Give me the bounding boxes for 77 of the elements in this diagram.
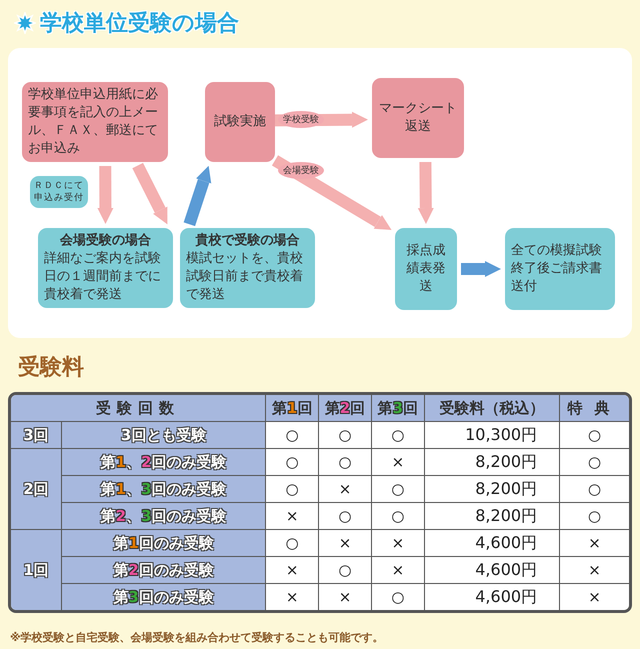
row-header-cell: 1回 bbox=[11, 530, 62, 610]
header-cell: 第2回 bbox=[319, 395, 372, 422]
table-cell: × bbox=[560, 557, 629, 584]
header-cell: 受験回数 bbox=[11, 395, 266, 422]
block-arrow bbox=[418, 162, 434, 224]
table-cell: ○ bbox=[319, 449, 372, 476]
table-cell: ○ bbox=[319, 422, 372, 449]
table-cell: 4,600円 bbox=[424, 557, 560, 584]
table-cell: × bbox=[560, 584, 629, 610]
header-cell: 受験料（税込） bbox=[424, 395, 560, 422]
table-cell: ○ bbox=[266, 530, 320, 557]
info-box bbox=[505, 228, 615, 310]
box-text: マークシート返送 bbox=[378, 100, 458, 136]
table-cell: ○ bbox=[560, 476, 629, 503]
row-header-cell: 第1、2回のみ受験 bbox=[62, 449, 266, 476]
box-heading: 貴校で受験の場合 bbox=[194, 232, 300, 250]
row-header-cell: 3回 bbox=[11, 422, 62, 449]
table-cell: × bbox=[319, 476, 372, 503]
table-cell: ○ bbox=[372, 476, 425, 503]
row-header-cell: 第2、3回のみ受験 bbox=[62, 503, 266, 530]
table-cell: 10,300円 bbox=[424, 422, 560, 449]
row-header-cell: 2回 bbox=[11, 449, 62, 530]
title: 学校単位受験の場合 bbox=[40, 10, 239, 38]
box-text: ＲＤＣにて申込み受付 bbox=[33, 180, 85, 204]
table-cell: × bbox=[372, 530, 425, 557]
footnote: ※学校受験と自宅受験、会場受験を組み合わせて受験することも可能です。 bbox=[10, 630, 384, 645]
table-cell: ○ bbox=[372, 584, 425, 610]
table-cell: ○ bbox=[319, 503, 372, 530]
table-cell: × bbox=[319, 584, 372, 610]
table-cell: × bbox=[560, 530, 629, 557]
process-box bbox=[22, 82, 168, 162]
row-header-cell: 第2回のみ受験 bbox=[62, 557, 266, 584]
table-cell: 4,600円 bbox=[424, 530, 560, 557]
box-text: 詳細なご案内を試験日の１週間前までに貴校着で発送 bbox=[44, 250, 162, 304]
table-cell: ○ bbox=[372, 503, 425, 530]
table-cell: × bbox=[266, 503, 320, 530]
table-cell: × bbox=[372, 449, 425, 476]
table-cell: × bbox=[266, 557, 320, 584]
block-arrow bbox=[184, 166, 212, 226]
info-box bbox=[180, 228, 315, 308]
header-cell: 第1回 bbox=[266, 395, 320, 422]
info-box bbox=[38, 228, 173, 308]
table-cell: 8,200円 bbox=[424, 449, 560, 476]
section-heading: 受験料 bbox=[18, 354, 84, 382]
table-cell: ○ bbox=[319, 557, 372, 584]
header-cell: 特典 bbox=[560, 395, 629, 422]
process-box bbox=[205, 82, 275, 162]
table-cell: × bbox=[372, 557, 425, 584]
table-cell: ○ bbox=[266, 422, 320, 449]
table-cell: ○ bbox=[372, 422, 425, 449]
header-cell: 第3回 bbox=[372, 395, 425, 422]
table-cell: 8,200円 bbox=[424, 476, 560, 503]
table-cell: ○ bbox=[560, 449, 629, 476]
table-cell: ○ bbox=[560, 503, 629, 530]
process-box bbox=[372, 78, 464, 158]
row-header-cell: 第3回のみ受験 bbox=[62, 584, 266, 610]
table-cell: 4,600円 bbox=[424, 584, 560, 610]
block-arrow bbox=[461, 261, 501, 277]
box-text: 試験実施 bbox=[214, 113, 266, 131]
table-cell: × bbox=[266, 584, 320, 610]
table-cell: ○ bbox=[560, 422, 629, 449]
table-cell: ○ bbox=[266, 449, 320, 476]
box-text: 採点成績表発送 bbox=[406, 242, 446, 296]
box-text: 学校単位申込用紙に必要事項を記入の上メール、ＦＡＸ、郵送にてお申込み bbox=[28, 86, 159, 158]
box-text: 全ての模擬試験終了後ご請求書送付 bbox=[511, 242, 603, 296]
row-header-cell: 3回とも受験 bbox=[62, 422, 266, 449]
block-arrow bbox=[97, 166, 114, 224]
row-header-cell: 第1、3回のみ受験 bbox=[62, 476, 266, 503]
table-cell: × bbox=[319, 530, 372, 557]
table-cell: ○ bbox=[266, 476, 320, 503]
table-cell: 8,200円 bbox=[424, 503, 560, 530]
block-arrow bbox=[132, 162, 168, 224]
row-header-cell: 第1回のみ受験 bbox=[62, 530, 266, 557]
box-heading: 会場受験の場合 bbox=[58, 232, 152, 250]
info-box bbox=[395, 228, 457, 310]
block-arrow bbox=[272, 155, 392, 230]
box-text: 模試セットを、貴校試験日前まで貴校着で発送 bbox=[186, 250, 304, 304]
